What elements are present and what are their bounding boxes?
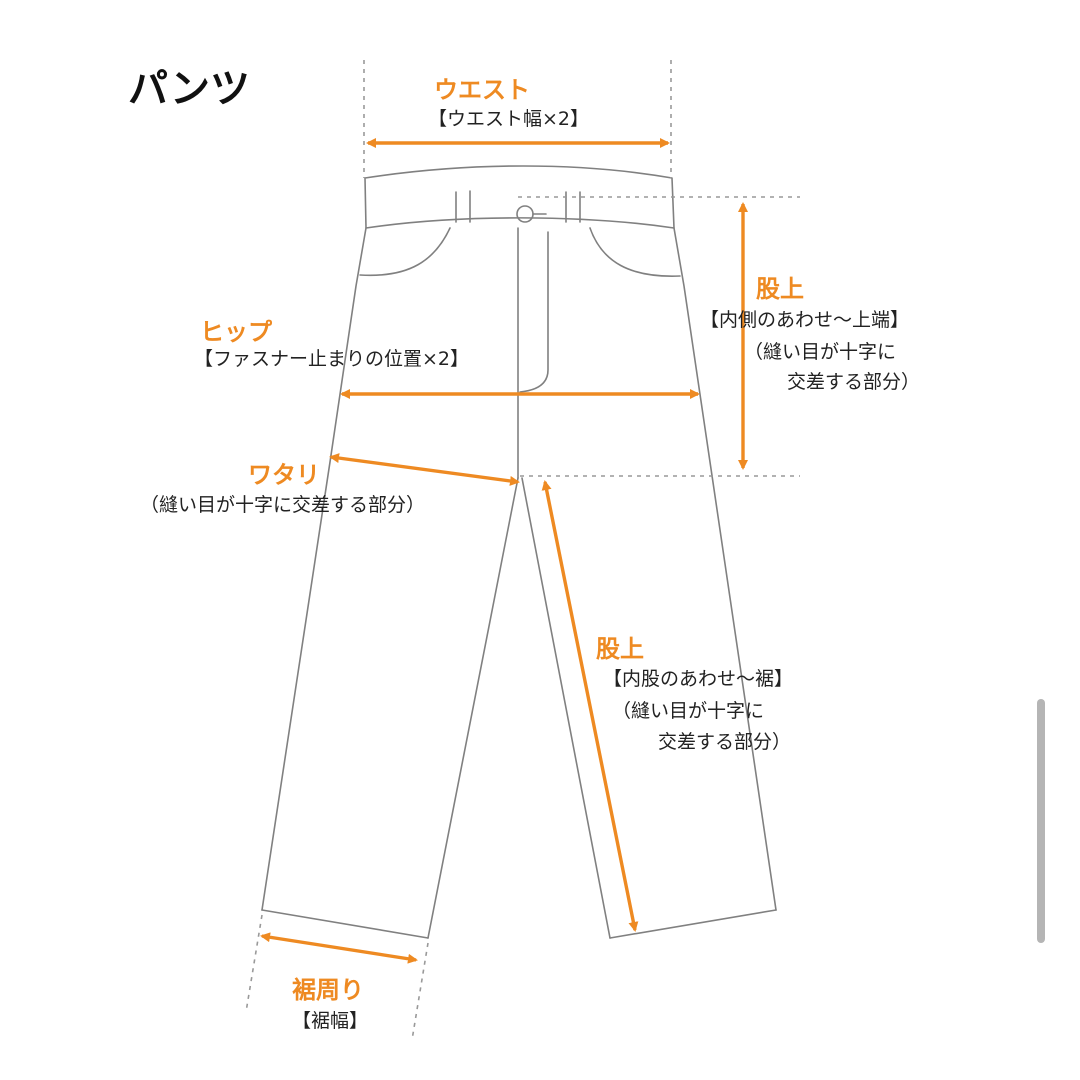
button (516, 205, 534, 223)
belt-loop-left (455, 190, 471, 223)
hem-arrow (260, 932, 418, 964)
left-outseam (261, 227, 367, 911)
scrollbar-thumb[interactable] (1037, 699, 1045, 943)
fly-stitch (519, 231, 549, 393)
left-hem (261, 909, 429, 939)
rise-sub1: 【内側のあわせ～上端】 (700, 309, 910, 331)
inseam-sub3: 交差する部分） (658, 731, 792, 753)
guide-lines (245, 60, 800, 1041)
waist-sub: 【ウエスト幅×2】 (428, 108, 590, 130)
hem-guide-left (245, 914, 263, 1013)
pants-outline (261, 165, 777, 939)
rise-sub3: 交差する部分） (787, 371, 921, 393)
thigh-title: ワタリ (248, 461, 320, 489)
hem-sub: 【裾幅】 (292, 1010, 369, 1032)
hip-sub: 【ファスナー止まりの位置×2】 (194, 348, 470, 370)
right-hem (609, 909, 777, 939)
right-pocket (589, 227, 681, 277)
page-title: パンツ (128, 66, 250, 112)
measure-arrows (260, 138, 748, 964)
inseam-title: 股上 (596, 635, 644, 663)
hem-title: 裾周り (292, 976, 364, 1004)
hem-guide-right (411, 942, 429, 1041)
thigh-sub: （縫い目が十字に交差する部分） (140, 494, 426, 516)
inseam-sub1: 【内股のあわせ～裾】 (603, 668, 794, 690)
thigh-arrow (329, 453, 520, 486)
rise-title: 股上 (756, 275, 804, 303)
hip-title: ヒップ (200, 318, 272, 346)
inseam-sub2: （縫い目が十字に (612, 700, 765, 722)
left-pocket (359, 227, 451, 277)
rise-sub2: （縫い目が十字に (744, 341, 897, 363)
waist-title: ウエスト (434, 76, 530, 104)
inseam-arrow (541, 480, 639, 932)
left-inseam (427, 477, 519, 939)
right-inseam (521, 477, 611, 939)
right-outseam (673, 227, 777, 911)
